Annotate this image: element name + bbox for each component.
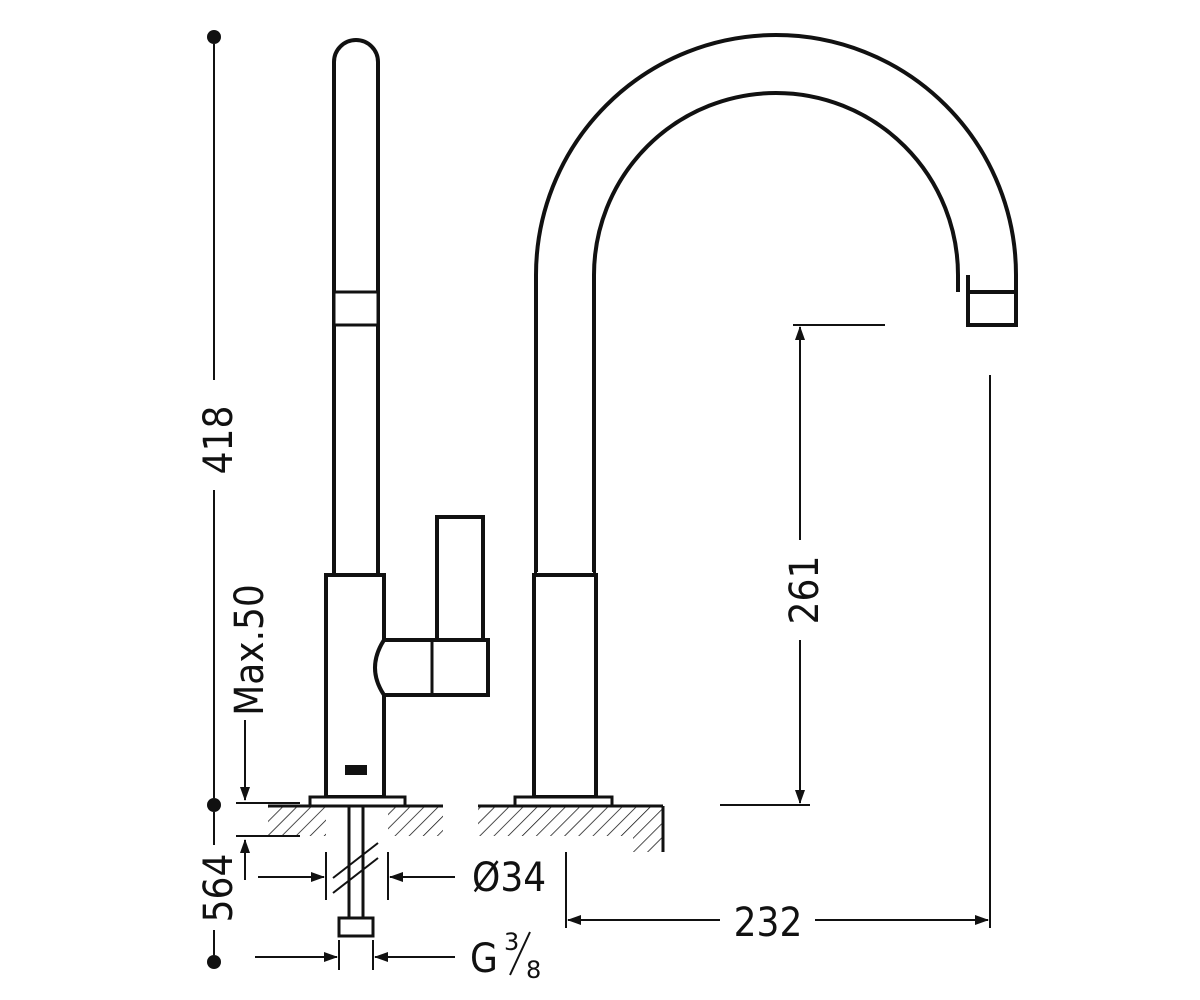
dim-418-label: 418 <box>196 406 242 475</box>
dimension-dot-counter <box>207 798 221 812</box>
faucet-front-view <box>513 33 1018 808</box>
dim-261-label: 261 <box>782 556 828 625</box>
thread-connector <box>337 916 375 938</box>
dim-max50-label: Max.50 <box>227 584 273 716</box>
thread-fraction-slash <box>509 931 531 976</box>
dim-diameter-label: Ø34 <box>472 855 546 901</box>
indicator-mark <box>345 765 367 775</box>
thread-letter: G <box>470 936 498 982</box>
max-thickness-dimension <box>236 720 300 880</box>
dim-thread-label: G <box>470 936 498 982</box>
thread-denominator: 8 <box>526 956 541 984</box>
dimension-dot-bottom <box>207 955 221 969</box>
thread-dimension <box>255 940 455 970</box>
thread-numerator: 3 <box>504 928 519 956</box>
spout-height-dimension <box>720 324 885 806</box>
left-dimension-line <box>207 30 221 969</box>
counter-top <box>268 804 665 852</box>
dimension-dot-top <box>207 30 221 44</box>
spout-reach-dimension <box>565 375 991 928</box>
lever-handle <box>435 515 485 643</box>
dim-232-label: 232 <box>734 900 803 946</box>
faucet-side-view <box>308 38 490 938</box>
dim-564-label: 564 <box>196 854 242 923</box>
diameter-dimension <box>258 852 455 900</box>
spout-aerator <box>966 290 1018 327</box>
